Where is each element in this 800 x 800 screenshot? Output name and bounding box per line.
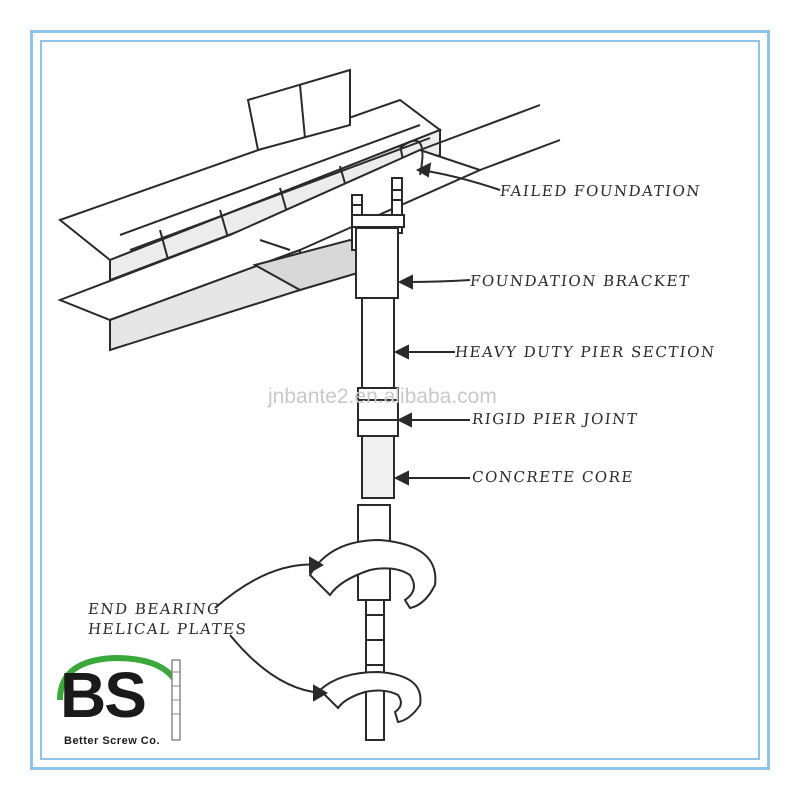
inner-frame [40,40,760,760]
pier-shaft [355,227,399,741]
logo-swoosh [57,654,181,741]
label-helical-plates: HELICAL PLATES [87,620,249,638]
label-heavy-duty-pier-section: HEAVY DUTY PIER SECTION [454,343,717,361]
label-concrete-core: CONCRETE CORE [471,468,635,486]
label-end-bearing: END BEARING [87,600,222,618]
label-foundation-bracket: FOUNDATION BRACKET [469,272,692,290]
helical-plates [308,538,437,724]
outer-frame [30,30,770,770]
leader-arrows [214,162,501,702]
company-logo: BS Better Screw Co. [40,655,200,763]
foundation-slab [57,104,561,352]
logo-letters: BS [60,659,147,731]
logo-company-name: Better Screw Co. [64,735,161,747]
label-rigid-pier-joint: RIGID PIER JOINT [471,410,640,428]
label-failed-foundation: FAILED FOUNDATION [499,182,702,200]
watermark-text: jnbante2.en.alibaba.com [268,385,497,408]
